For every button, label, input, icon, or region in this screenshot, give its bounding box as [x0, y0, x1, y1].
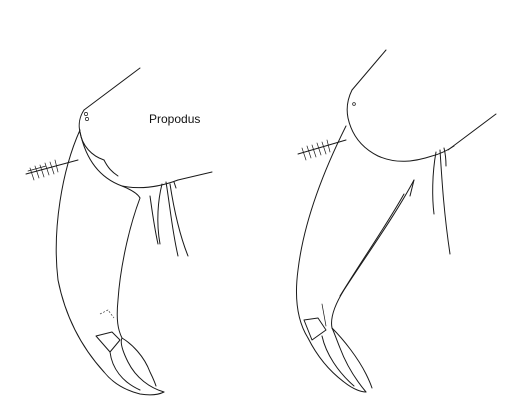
left-dotted-detail [99, 309, 115, 319]
right-dactylus-inner [331, 327, 367, 393]
left-body-lower-contour [79, 131, 179, 189]
left-propodus-outline-outer [55, 129, 105, 373]
right-appendage-drawing [295, 49, 497, 393]
left-upper-segment-line [83, 67, 141, 111]
right-segment-right-line [447, 113, 497, 151]
right-dactylus-outer [307, 337, 367, 393]
right-bristle [297, 139, 347, 161]
right-propodus-outline-outer [295, 125, 347, 339]
right-body-lower-contour [377, 145, 455, 162]
right-spines [432, 147, 451, 255]
right-propodus-outline-inner [331, 179, 415, 329]
left-segment-right-line [177, 171, 213, 181]
left-joint-bulb [78, 109, 105, 161]
left-dactylus-inner [120, 337, 165, 393]
propodus-label: Propodus [149, 112, 201, 126]
left-bristle [25, 159, 79, 181]
left-dactylus-outer [103, 371, 165, 396]
left-appendage-drawing [25, 67, 213, 396]
right-joint-bulb [346, 89, 379, 157]
left-spines [149, 181, 189, 257]
right-upper-segment-line [351, 49, 387, 91]
left-propodus-outline-inner [116, 197, 141, 339]
